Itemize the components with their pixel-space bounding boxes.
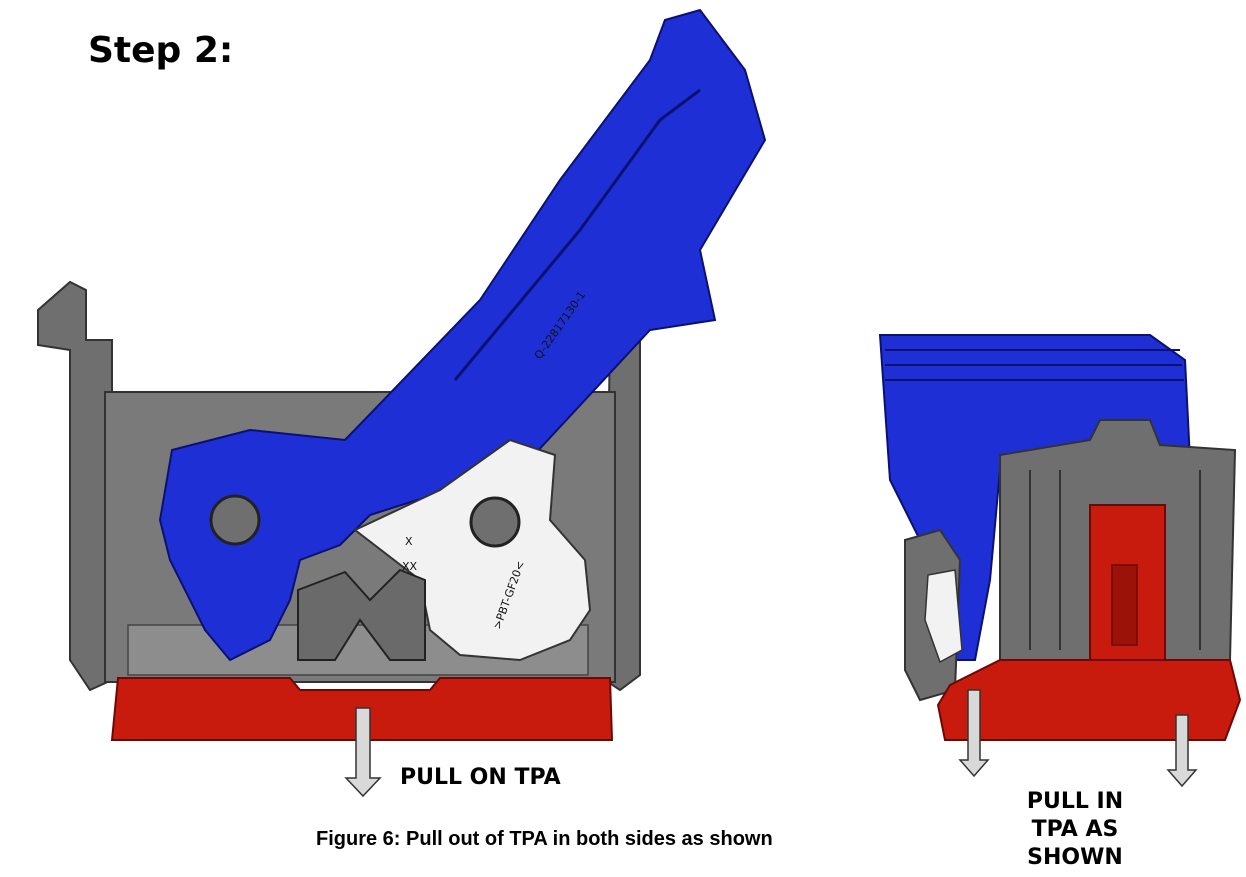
right-red-tpa-base: [936, 659, 1242, 741]
left-center-latch: [297, 568, 426, 661]
right-red-slot: [1111, 564, 1138, 646]
right-connector: [878, 334, 1242, 788]
left-connector: Q-22817130-1 X XX >PBT-GF20<: [37, 8, 767, 798]
right-white-lock: [924, 569, 963, 664]
pull-in-tpa-label: PULL IN TPA AS SHOWN: [1010, 788, 1140, 872]
pull-in-line-2: TPA AS: [1031, 817, 1119, 842]
pull-in-line-1: PULL IN: [1026, 789, 1124, 814]
step-title: Step 2:: [88, 30, 234, 71]
left-pull-arrow: [344, 707, 382, 798]
pull-in-line-3: SHOWN: [1027, 845, 1123, 870]
left-lever-pivot: [209, 494, 261, 546]
left-white-lock: [353, 438, 592, 662]
figure-caption: Figure 6: Pull out of TPA in both sides …: [316, 828, 773, 850]
lock-mark-xx: XX: [402, 560, 418, 573]
left-blue-lever: [158, 8, 767, 662]
left-lock-pivot: [469, 496, 521, 548]
right-pull-arrow-right: [1166, 714, 1198, 788]
right-pull-arrow-left: [958, 689, 990, 778]
lock-mark-x: X: [405, 535, 413, 548]
right-housing-ribs: [1029, 470, 1201, 650]
left-lever-groove: [453, 88, 701, 381]
left-housing-left-post: [37, 280, 113, 692]
pull-on-tpa-label: PULL ON TPA: [400, 765, 561, 790]
right-blue-lever-stripes: [885, 349, 1184, 381]
